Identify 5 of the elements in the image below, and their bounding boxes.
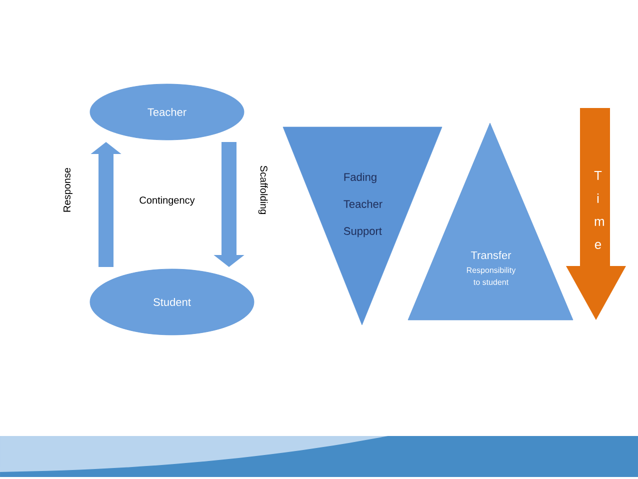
inverted-triangle: Fading Teacher Support	[282, 126, 442, 326]
edge-label: Response	[64, 168, 72, 212]
triangle: Transfer Responsibility to student	[408, 122, 574, 320]
edge-label: Scaffolding	[258, 166, 268, 214]
label: Contingency	[140, 196, 195, 206]
